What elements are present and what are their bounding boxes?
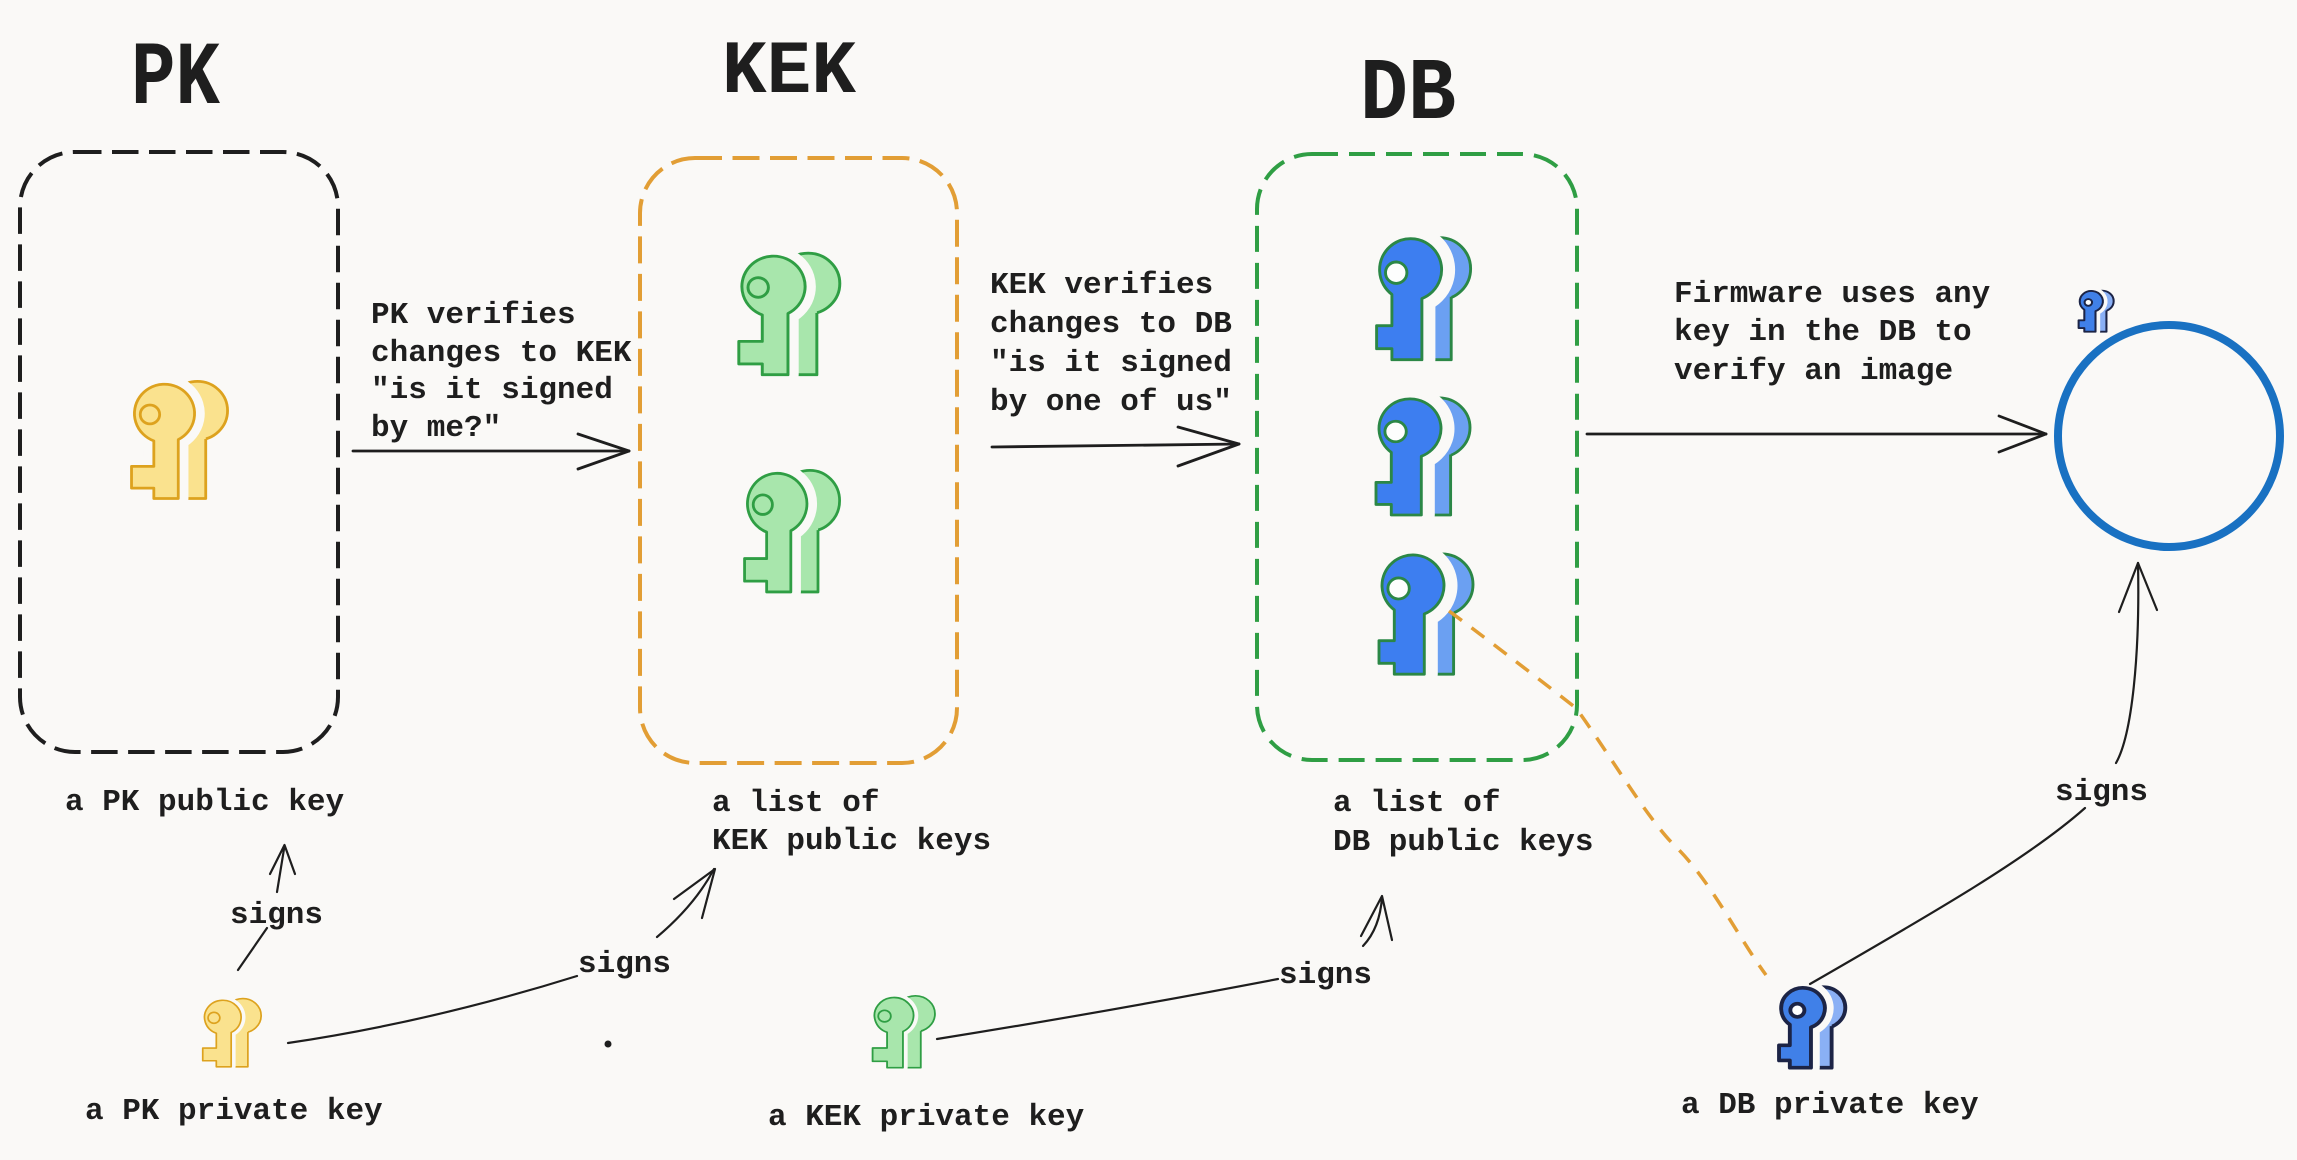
- svg-text:signs: signs: [578, 947, 671, 982]
- svg-text:signs: signs: [1279, 958, 1372, 993]
- svg-text:a list of: a list of: [1333, 786, 1500, 821]
- svg-text:KEK: KEK: [722, 30, 856, 115]
- svg-text:signs: signs: [230, 898, 323, 933]
- svg-text:verify an image: verify an image: [1674, 354, 1953, 389]
- svg-text:PK: PK: [131, 29, 221, 131]
- svg-text:a PK public key: a PK public key: [65, 785, 344, 820]
- svg-text:a DB private key: a DB private key: [1681, 1088, 1979, 1123]
- svg-text:KEK verifies: KEK verifies: [990, 268, 1213, 303]
- svg-text:a list of: a list of: [712, 786, 879, 821]
- svg-text:"is it signed: "is it signed: [371, 373, 613, 408]
- svg-text:by one of us": by one of us": [990, 385, 1232, 420]
- svg-text:DB public keys: DB public keys: [1333, 825, 1593, 860]
- svg-text:Firmware uses any: Firmware uses any: [1674, 277, 1991, 312]
- svg-text:"is it signed: "is it signed: [990, 346, 1232, 381]
- svg-text:PK verifies: PK verifies: [371, 298, 576, 333]
- svg-text:a KEK private key: a KEK private key: [768, 1100, 1085, 1135]
- svg-text:changes to DB: changes to DB: [990, 307, 1232, 342]
- svg-text:DB: DB: [1360, 46, 1456, 145]
- svg-text:signs: signs: [2055, 775, 2148, 810]
- svg-text:key in the DB to: key in the DB to: [1674, 315, 1972, 350]
- svg-text:a PK private key: a PK private key: [85, 1094, 383, 1129]
- svg-text:by me?": by me?": [371, 411, 501, 446]
- svg-text:KEK public keys: KEK public keys: [712, 824, 991, 859]
- svg-text:changes to KEK: changes to KEK: [371, 336, 632, 371]
